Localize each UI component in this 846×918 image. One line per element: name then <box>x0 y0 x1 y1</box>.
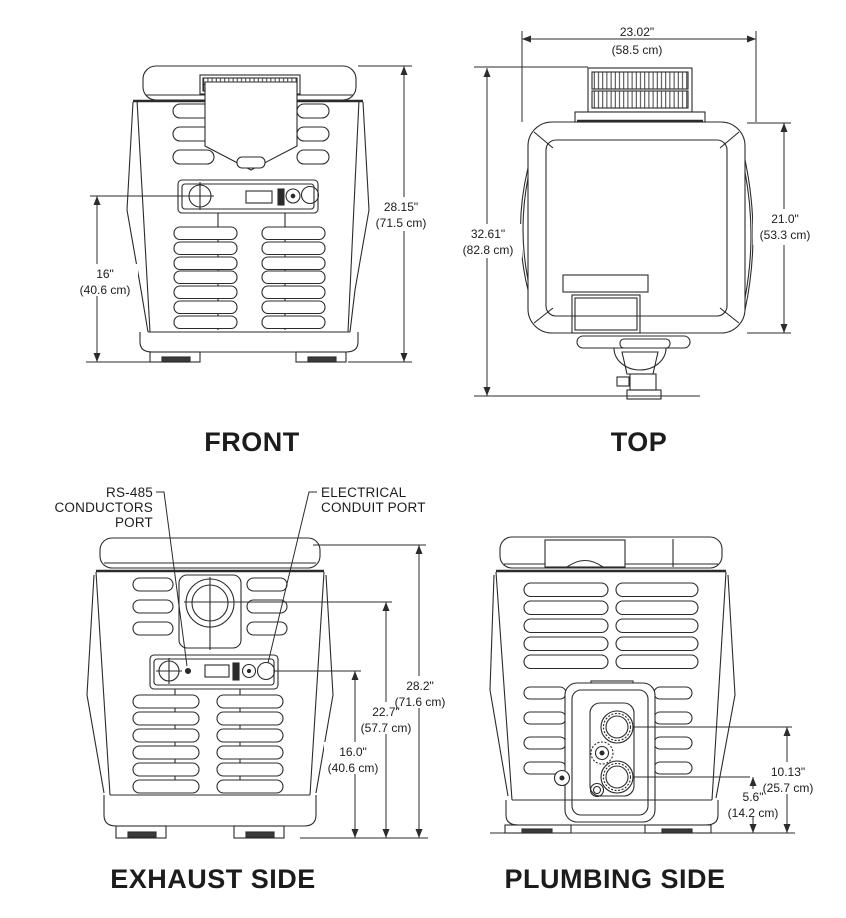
plumbing-lower-port-cm: (14.2 cm) <box>728 806 779 820</box>
top-view: 23.02" (58.5 cm) 32.61" (82.8 cm) 21.0" … <box>456 25 817 457</box>
top-dim-body-depth <box>747 122 817 334</box>
exhaust-panel-center-inches: 16.0" <box>339 745 367 759</box>
top-dim-width <box>521 31 757 122</box>
exhaust-dim-vent-center <box>184 601 416 838</box>
plumbing-side-view-title: PLUMBING SIDE <box>504 864 725 894</box>
front-heater-body <box>126 65 370 363</box>
front-dim-overall-height <box>348 65 434 363</box>
top-body-depth-inches: 21.0" <box>771 212 799 226</box>
plumbing-upper-louvers <box>523 582 699 670</box>
top-body-depth-cm: (53.3 cm) <box>760 228 811 242</box>
top-dim-overall-depth <box>456 66 700 397</box>
front-top-louvers <box>172 103 330 165</box>
front-panel-height-cm: (40.6 cm) <box>80 283 131 297</box>
conduit-callout-line2: CONDUIT PORT <box>321 500 426 515</box>
conduit-callout-line1: ELECTRICAL <box>321 485 407 500</box>
front-dim-panel-height <box>72 195 214 363</box>
bypass-valve-knob <box>590 741 614 765</box>
plumbing-lower-louvers <box>523 686 693 775</box>
exhaust-callout-leaders <box>156 491 317 667</box>
exhaust-side-view: RS-485 CONDUCTORS PORT ELECTRICAL CONDUI… <box>54 485 450 894</box>
plumbing-heater-body <box>489 536 795 834</box>
plumbing-dim-upper-port <box>633 726 819 833</box>
drain-port <box>589 782 605 798</box>
exhaust-vent <box>178 574 242 650</box>
front-view-title: FRONT <box>204 427 299 457</box>
top-width-inches: 23.02" <box>620 25 654 39</box>
exhaust-base <box>103 794 317 839</box>
exhaust-bottom-louvers <box>132 694 284 794</box>
front-view: 28.15" (71.5 cm) 16" (40.6 cm) FRONT <box>72 65 434 457</box>
plumbing-dim-lower-port <box>633 776 783 833</box>
plumbing-lower-port-inches: 5.6" <box>743 790 764 804</box>
exhaust-vent-center-cm: (57.7 cm) <box>361 721 412 735</box>
plumbing-base <box>490 799 795 834</box>
rs485-port-dot <box>184 667 192 675</box>
plumbing-upper-port-cm: (25.7 cm) <box>763 781 814 795</box>
top-overall-depth-cm: (82.8 cm) <box>463 243 514 257</box>
top-overall-depth-inches: 32.61" <box>471 227 505 241</box>
top-plumbing-stub <box>576 335 691 400</box>
front-shield-panel <box>204 81 298 171</box>
plumbing-upper-port-inches: 10.13" <box>771 765 805 779</box>
top-heater-body <box>519 67 754 400</box>
exhaust-control-panel <box>149 654 279 690</box>
exhaust-vent-center-inches: 22.7" <box>372 705 400 719</box>
rs485-callout-line1: RS-485 <box>106 485 153 500</box>
top-width-cm: (58.5 cm) <box>612 43 663 57</box>
exhaust-overall-height-inches: 28.2" <box>406 679 434 693</box>
top-view-title: TOP <box>611 427 668 457</box>
front-bottom-louvers <box>173 226 326 330</box>
exhaust-panel-center-cm: (40.6 cm) <box>328 761 379 775</box>
exhaust-overall-height-cm: (71.6 cm) <box>395 695 446 709</box>
electrical-conduit-port-circle <box>256 661 276 681</box>
exhaust-heater-body <box>86 537 334 839</box>
front-control-panel <box>177 179 320 214</box>
front-overall-height-inches: 28.15" <box>384 200 418 214</box>
front-panel-height-inches: 16" <box>96 267 114 281</box>
rs485-callout-line3: PORT <box>115 515 153 530</box>
front-overall-height-cm: (71.5 cm) <box>376 216 427 230</box>
top-vent-grille <box>574 67 706 123</box>
exhaust-dim-panel-center <box>275 670 382 838</box>
rs485-callout-line2: CONDUCTORS <box>54 500 153 515</box>
plumbing-ports-panel <box>553 680 656 823</box>
plumbing-side-view: 10.13" (25.7 cm) 5.6" (14.2 cm) PLUMBING… <box>489 536 819 894</box>
front-base <box>139 331 359 363</box>
exhaust-side-view-title: EXHAUST SIDE <box>110 864 316 894</box>
exhaust-top-louvers <box>132 577 288 636</box>
